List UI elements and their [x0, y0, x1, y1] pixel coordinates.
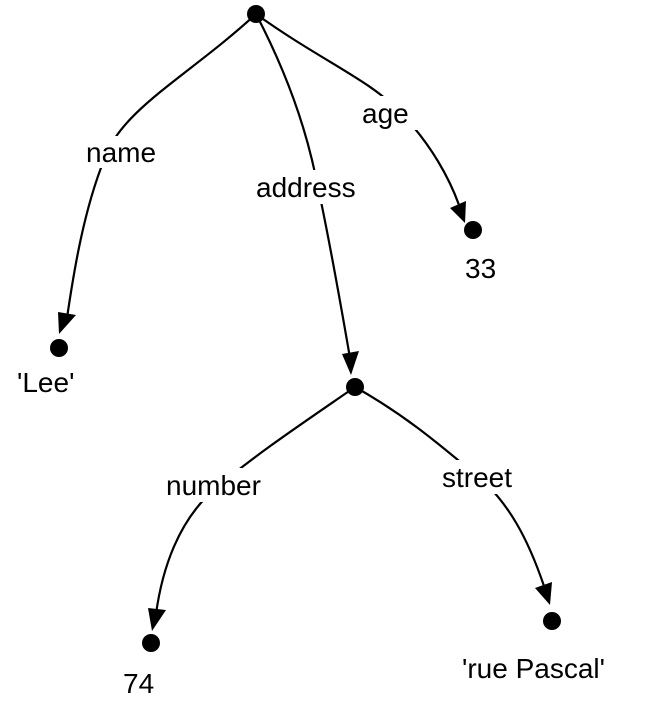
- edge-number-label: number: [166, 470, 261, 501]
- edge-age-arrowhead: [450, 201, 466, 223]
- node-street-value-label: 'rue Pascal': [462, 653, 605, 684]
- node-number-value-label: 74: [123, 668, 154, 699]
- edge-street-label: street: [442, 462, 512, 493]
- node-name-value-label: 'Lee': [17, 367, 74, 398]
- node-name-value: [50, 339, 68, 357]
- node-street-value: [543, 612, 561, 630]
- edge-address-label: address: [256, 172, 356, 203]
- edge-number-label-bg: [162, 468, 286, 502]
- edge-address: address: [252, 12, 380, 375]
- edge-street-label-bg: [437, 460, 533, 494]
- edge-name-arrowhead: [58, 312, 76, 334]
- edge-number: number: [148, 385, 357, 631]
- edge-name: name: [58, 12, 258, 334]
- edge-street: street: [353, 385, 552, 605]
- edge-age-label-bg: [358, 96, 426, 130]
- edge-age: age: [254, 12, 466, 223]
- node-age-value: [464, 221, 482, 239]
- node-age-value-label: 33: [465, 253, 496, 284]
- edge-name-label-bg: [82, 136, 174, 168]
- edge-name-label: name: [86, 137, 156, 168]
- edge-street-arrowhead: [535, 582, 552, 605]
- node-address: [346, 378, 364, 396]
- edge-number-arrowhead: [148, 608, 166, 631]
- edge-address-arrowhead: [342, 351, 359, 375]
- edge-address-label-bg: [252, 170, 380, 204]
- node-root: [247, 5, 265, 23]
- edge-age-label: age: [362, 98, 409, 129]
- edge-address-line: [254, 12, 352, 360]
- node-number-value: [142, 634, 160, 652]
